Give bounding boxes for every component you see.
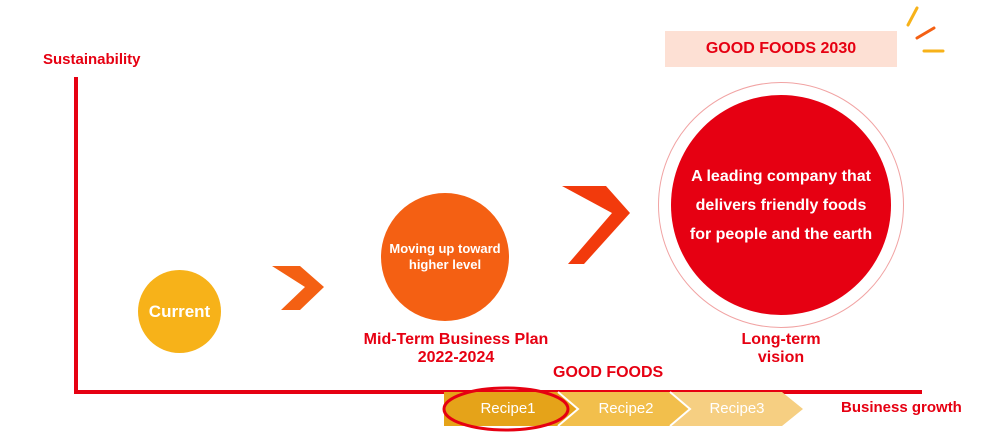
current-stage-label: Current [148, 301, 211, 321]
recipe-arrow-1 [444, 392, 578, 426]
recipe-2-label: Recipe2 [598, 400, 654, 417]
mid-term-circle-text: Moving up toward higher level [389, 241, 501, 272]
current-stage-circle: Current [138, 270, 221, 353]
y-axis-label: Sustainability [43, 51, 141, 68]
progress-chevron-2 [562, 186, 630, 264]
mid-term-caption-line1: Mid-Term Business Plan [363, 331, 549, 348]
recipe-arrow-3 [668, 392, 803, 426]
good-foods-2030-badge-text: GOOD FOODS 2030 [705, 40, 857, 57]
recipe-arrow-2 [556, 392, 690, 426]
mid-term-circle: Moving up toward higher level [381, 193, 509, 321]
long-term-outer-ring: A leading company that delivers friendly… [658, 82, 904, 328]
long-term-caption: Long-term vision [710, 331, 852, 367]
recipe-3-label: Recipe3 [709, 400, 765, 417]
burst-line-1 [906, 6, 919, 27]
recipe-1-label: Recipe1 [480, 400, 536, 417]
long-term-caption-line2: vision [757, 349, 805, 366]
mid-term-caption-line2: 2022-2024 [417, 349, 495, 366]
long-term-circle: A leading company that delivers friendly… [671, 95, 891, 315]
recipe1-highlight-ring [442, 386, 570, 432]
long-term-circle-text: A leading company that delivers friendly… [689, 167, 873, 243]
burst-line-2 [915, 26, 936, 40]
good-foods-2030-badge: GOOD FOODS 2030 [665, 31, 897, 67]
good-foods-heading: GOOD FOODS [553, 364, 664, 381]
x-axis-label: Business growth [841, 399, 962, 416]
mid-term-caption: Mid-Term Business Plan 2022-2024 [340, 331, 572, 367]
long-term-caption-line1: Long-term [741, 331, 821, 348]
progress-chevron-1 [272, 266, 324, 310]
